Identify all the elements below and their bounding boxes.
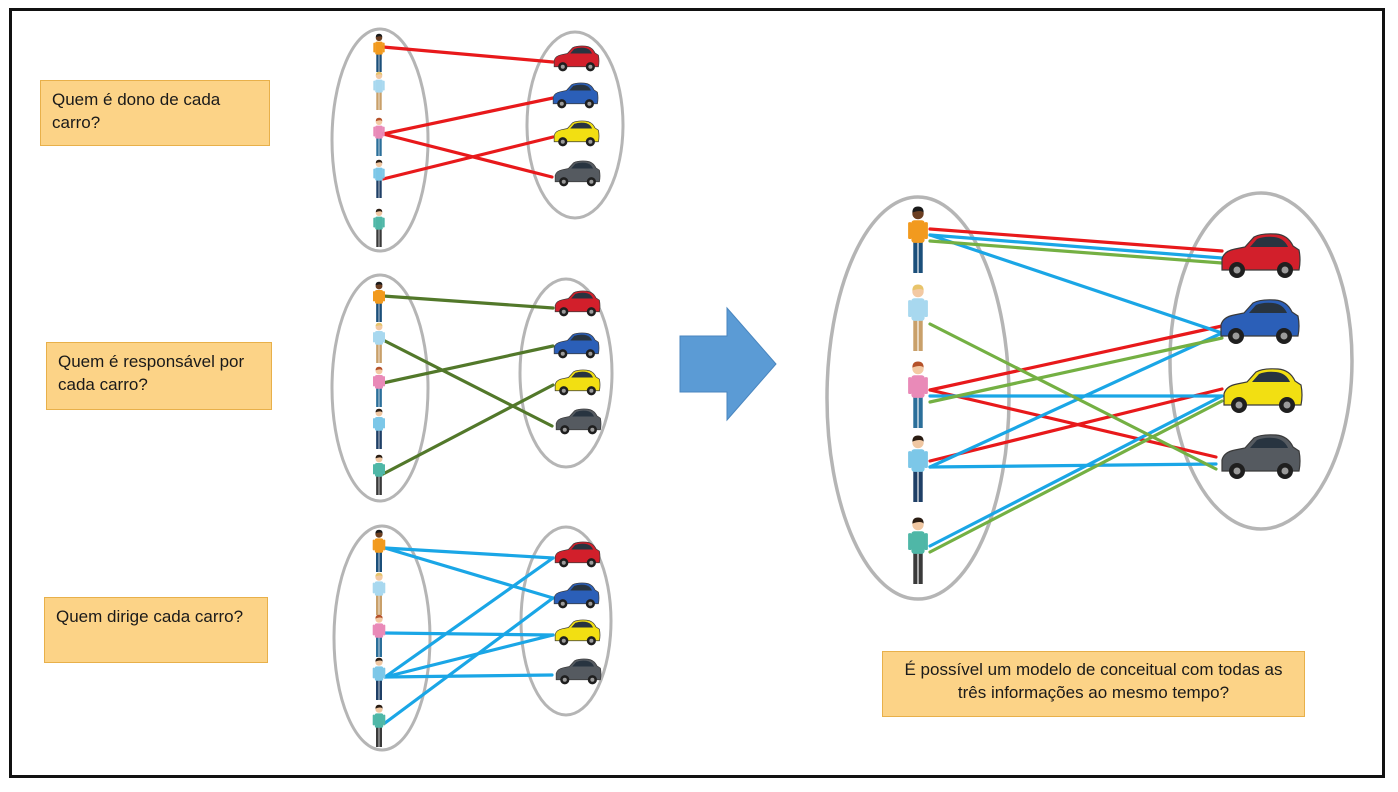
owner-blue-car-icon xyxy=(552,82,599,109)
combined-people-set xyxy=(825,195,1011,601)
combined-driver-line xyxy=(928,331,1224,469)
driver-dark-car-icon xyxy=(555,658,602,685)
combined-owner-line xyxy=(928,227,1224,253)
driver-person-orange-shirt-icon xyxy=(372,529,386,572)
owner-person-pink-shirt-icon xyxy=(373,117,385,156)
combined-responsible-line xyxy=(928,399,1224,554)
question-responsible-box: Quem é responsável por cada carro? xyxy=(46,342,272,410)
combined-person-teal-shirt-icon xyxy=(908,517,928,584)
combined-driver-line xyxy=(928,462,1218,469)
question-owner-box: Quem é dono de cada carro? xyxy=(40,80,270,146)
combined-driver-line xyxy=(928,233,1224,260)
owner-dark-car-icon xyxy=(554,160,601,187)
owner-red-car-icon xyxy=(553,45,600,72)
driver-relation-line xyxy=(383,633,555,679)
combined-responsible-line xyxy=(928,239,1224,265)
owner-yellow-car-icon xyxy=(553,120,600,147)
combined-cars-set xyxy=(1168,191,1354,531)
responsible-relation-line xyxy=(381,294,555,310)
driver-relation-line xyxy=(383,546,555,560)
right-arrow-icon xyxy=(679,306,777,422)
responsible-people-set xyxy=(330,273,430,503)
owner-relation-line xyxy=(381,96,555,136)
combined-owner-line xyxy=(928,324,1224,392)
responsible-person-blonde-icon xyxy=(373,322,385,363)
responsible-blue-car-icon xyxy=(553,332,600,359)
conclusion-box: É possível um modelo de conceitual com t… xyxy=(882,651,1305,717)
responsible-relation-line xyxy=(381,383,555,476)
owner-relation-line xyxy=(381,135,555,181)
responsible-person-teal-shirt-icon xyxy=(373,454,385,495)
driver-red-car-icon xyxy=(554,541,601,568)
owner-people-set xyxy=(330,27,430,253)
owner-person-teal-shirt-icon xyxy=(373,208,385,247)
owner-person-orange-shirt-icon xyxy=(373,33,385,72)
combined-owner-line xyxy=(928,387,1224,463)
responsible-relation-line xyxy=(381,344,555,385)
driver-relation-line xyxy=(383,556,555,679)
owner-cars-set xyxy=(525,30,625,220)
owner-relation-line xyxy=(381,132,554,179)
driver-person-bearded-icon xyxy=(372,657,386,700)
combined-red-car-icon xyxy=(1221,233,1301,278)
driver-relation-line xyxy=(383,596,555,725)
question-driver-box: Quem dirige cada carro? xyxy=(44,597,268,663)
owner-person-bearded-icon xyxy=(373,159,385,198)
driver-people-set xyxy=(332,524,432,752)
combined-responsible-line xyxy=(928,336,1224,404)
responsible-cars-set xyxy=(518,277,614,469)
responsible-dark-car-icon xyxy=(555,408,602,435)
owner-person-blonde-icon xyxy=(373,71,385,110)
responsible-person-pink-shirt-icon xyxy=(373,366,385,407)
driver-yellow-car-icon xyxy=(554,619,601,646)
responsible-person-bearded-icon xyxy=(373,408,385,449)
driver-relation-line xyxy=(383,631,555,637)
combined-person-blonde-icon xyxy=(908,284,928,351)
owner-relation-line xyxy=(381,45,555,64)
combined-person-bearded-icon xyxy=(908,435,928,502)
driver-relation-line xyxy=(383,546,555,600)
combined-driver-line xyxy=(928,233,1224,335)
driver-relation-line xyxy=(383,673,554,679)
combined-responsible-line xyxy=(928,322,1218,471)
driver-person-pink-shirt-icon xyxy=(372,614,386,657)
driver-blue-car-icon xyxy=(553,582,600,609)
driver-person-teal-shirt-icon xyxy=(372,704,386,747)
responsible-red-car-icon xyxy=(554,290,601,317)
driver-person-blonde-icon xyxy=(372,572,386,615)
combined-person-pink-shirt-icon xyxy=(908,361,928,428)
responsible-yellow-car-icon xyxy=(554,369,601,396)
responsible-person-orange-shirt-icon xyxy=(373,281,385,322)
combined-blue-car-icon xyxy=(1220,299,1300,344)
combined-dark-car-icon xyxy=(1221,434,1301,479)
responsible-relation-line xyxy=(381,338,554,428)
combined-yellow-car-icon xyxy=(1223,368,1303,413)
combined-person-orange-shirt-icon xyxy=(908,206,928,273)
combined-driver-line xyxy=(928,394,1224,548)
